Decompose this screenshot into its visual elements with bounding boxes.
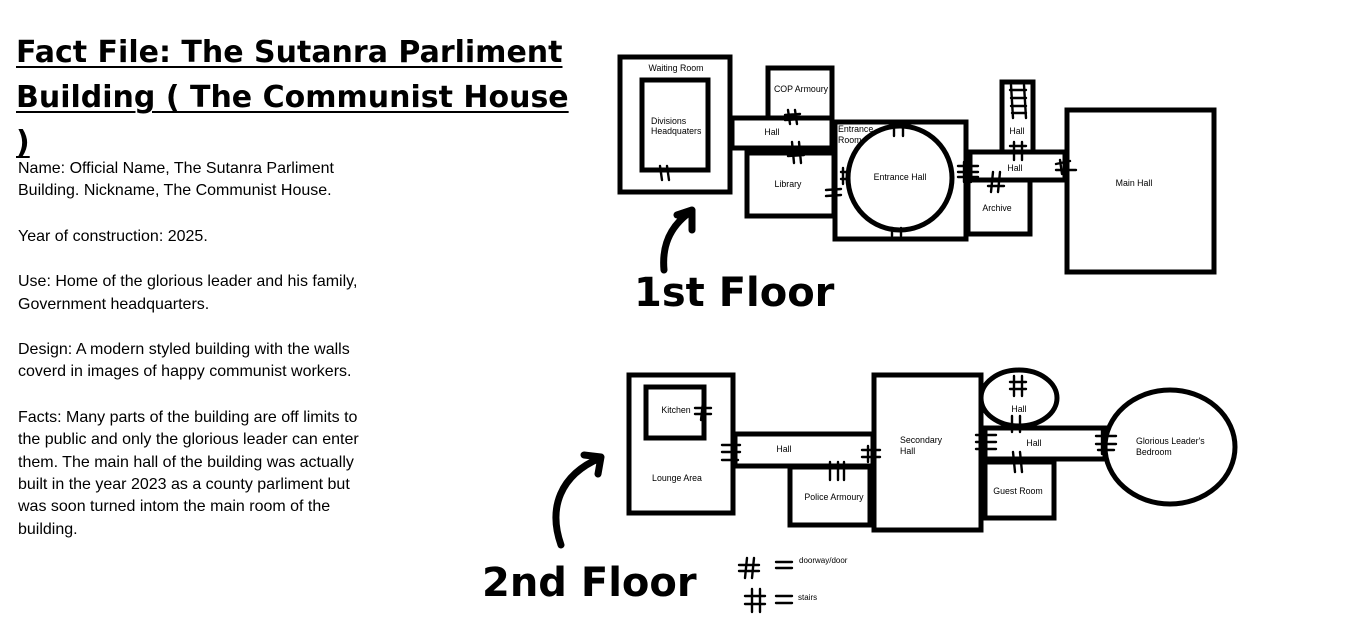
- room-divisions-hq: [639, 77, 711, 173]
- door-icon: [693, 400, 713, 422]
- label-divisions-hq-2: Headquaters: [651, 126, 702, 136]
- floor1-label: 1st Floor: [634, 270, 835, 316]
- fact-list: Name: Official Name, The Sutanra Parlime…: [18, 158, 368, 564]
- floor1-plan: Waiting Room Divisions Headquaters COP A…: [617, 54, 1217, 316]
- label-entrance-room-1: Entrance: [838, 124, 873, 134]
- label-kitchen: Kitchen: [661, 405, 690, 415]
- stairs-icon: [743, 587, 794, 614]
- room-kitchen: [643, 384, 707, 441]
- door-icon: [737, 556, 794, 580]
- room-stair-hall: [999, 79, 1036, 155]
- door-icon: [1054, 158, 1078, 176]
- label-entrance-hall: Entrance Hall: [874, 172, 927, 182]
- label-library: Library: [775, 179, 802, 189]
- door-icon: [974, 433, 998, 451]
- door-icon: [956, 160, 980, 184]
- legend: doorway/door stairs: [737, 556, 848, 614]
- arrow-icon: [552, 451, 605, 549]
- door-icon: [1010, 414, 1022, 434]
- fact-facts: Facts: Many parts of the building are of…: [18, 408, 359, 538]
- label-leaders-bedroom-1: Glorious Leader's: [1136, 436, 1205, 446]
- label-waiting-room: Waiting Room: [649, 63, 704, 73]
- label-secondary-hall-1: Secondary: [900, 435, 943, 445]
- label-archive: Archive: [982, 203, 1011, 213]
- room-hall-left: [732, 431, 876, 469]
- door-icon: [839, 166, 851, 186]
- label-lounge-area: Lounge Area: [652, 473, 702, 483]
- room-leaders-bedroom: [1102, 387, 1238, 507]
- stairs-icon: [1008, 374, 1028, 398]
- label-entrance-room-2: Room: [838, 135, 861, 145]
- room-hall-left: [729, 115, 835, 151]
- door-icon: [1008, 140, 1028, 162]
- door-icon: [892, 124, 905, 138]
- label-hall-left: Hall: [764, 127, 779, 137]
- fact-name: Name: Official Name, The Sutanra Parlime…: [18, 160, 334, 200]
- arrow-icon: [660, 206, 696, 274]
- door-icon: [786, 140, 806, 165]
- label-hall-right: Hall: [1007, 163, 1022, 173]
- room-secondary-hall: [871, 372, 984, 533]
- door-icon: [720, 443, 742, 462]
- floor2-label: 2nd Floor: [482, 560, 697, 606]
- fact-design: Design: A modern styled building with th…: [18, 341, 352, 381]
- label-hall-right: Hall: [1026, 438, 1041, 448]
- label-hall-left: Hall: [776, 444, 791, 454]
- legend-door-label: doorway/door: [799, 556, 848, 565]
- legend-stairs-label: stairs: [798, 593, 817, 602]
- door-icon: [860, 444, 882, 464]
- label-leaders-bedroom-2: Bedroom: [1136, 447, 1172, 457]
- label-secondary-hall-2: Hall: [900, 446, 915, 456]
- room-guest-room: [982, 459, 1057, 521]
- room-hall-right: [982, 425, 1108, 462]
- title-line-2: Building ( The Communist House ): [16, 80, 569, 160]
- door-icon: [890, 226, 903, 238]
- label-guest-room: Guest Room: [993, 486, 1042, 496]
- stairs-icon: [1008, 83, 1028, 120]
- door-icon: [1094, 428, 1118, 456]
- label-police-armoury: Police Armoury: [804, 492, 864, 502]
- title-line-1: Fact File: The Sutanra Parliment: [16, 35, 563, 70]
- label-stair-hall: Hall: [1011, 404, 1026, 414]
- door-icon: [824, 187, 843, 198]
- door-icon: [828, 460, 846, 482]
- label-divisions-hq-1: Divisions: [651, 116, 687, 126]
- door-icon: [658, 164, 671, 182]
- label-stair-hall: Hall: [1009, 126, 1024, 136]
- floor2-plan: Kitchen Lounge Area Hall Police Armoury …: [482, 367, 1238, 606]
- label-main-hall: Main Hall: [1116, 178, 1153, 188]
- door-icon: [783, 108, 802, 126]
- page-title: Fact File: The Sutanra Parliment Buildin…: [16, 30, 576, 165]
- door-icon: [1011, 450, 1024, 474]
- door-icon: [986, 170, 1006, 194]
- fact-year: Year of construction: 2025.: [18, 227, 208, 245]
- label-cop-armoury: COP Armoury: [774, 84, 829, 94]
- fact-use: Use: Home of the glorious leader and his…: [18, 273, 358, 313]
- room-main-hall: [1064, 107, 1217, 275]
